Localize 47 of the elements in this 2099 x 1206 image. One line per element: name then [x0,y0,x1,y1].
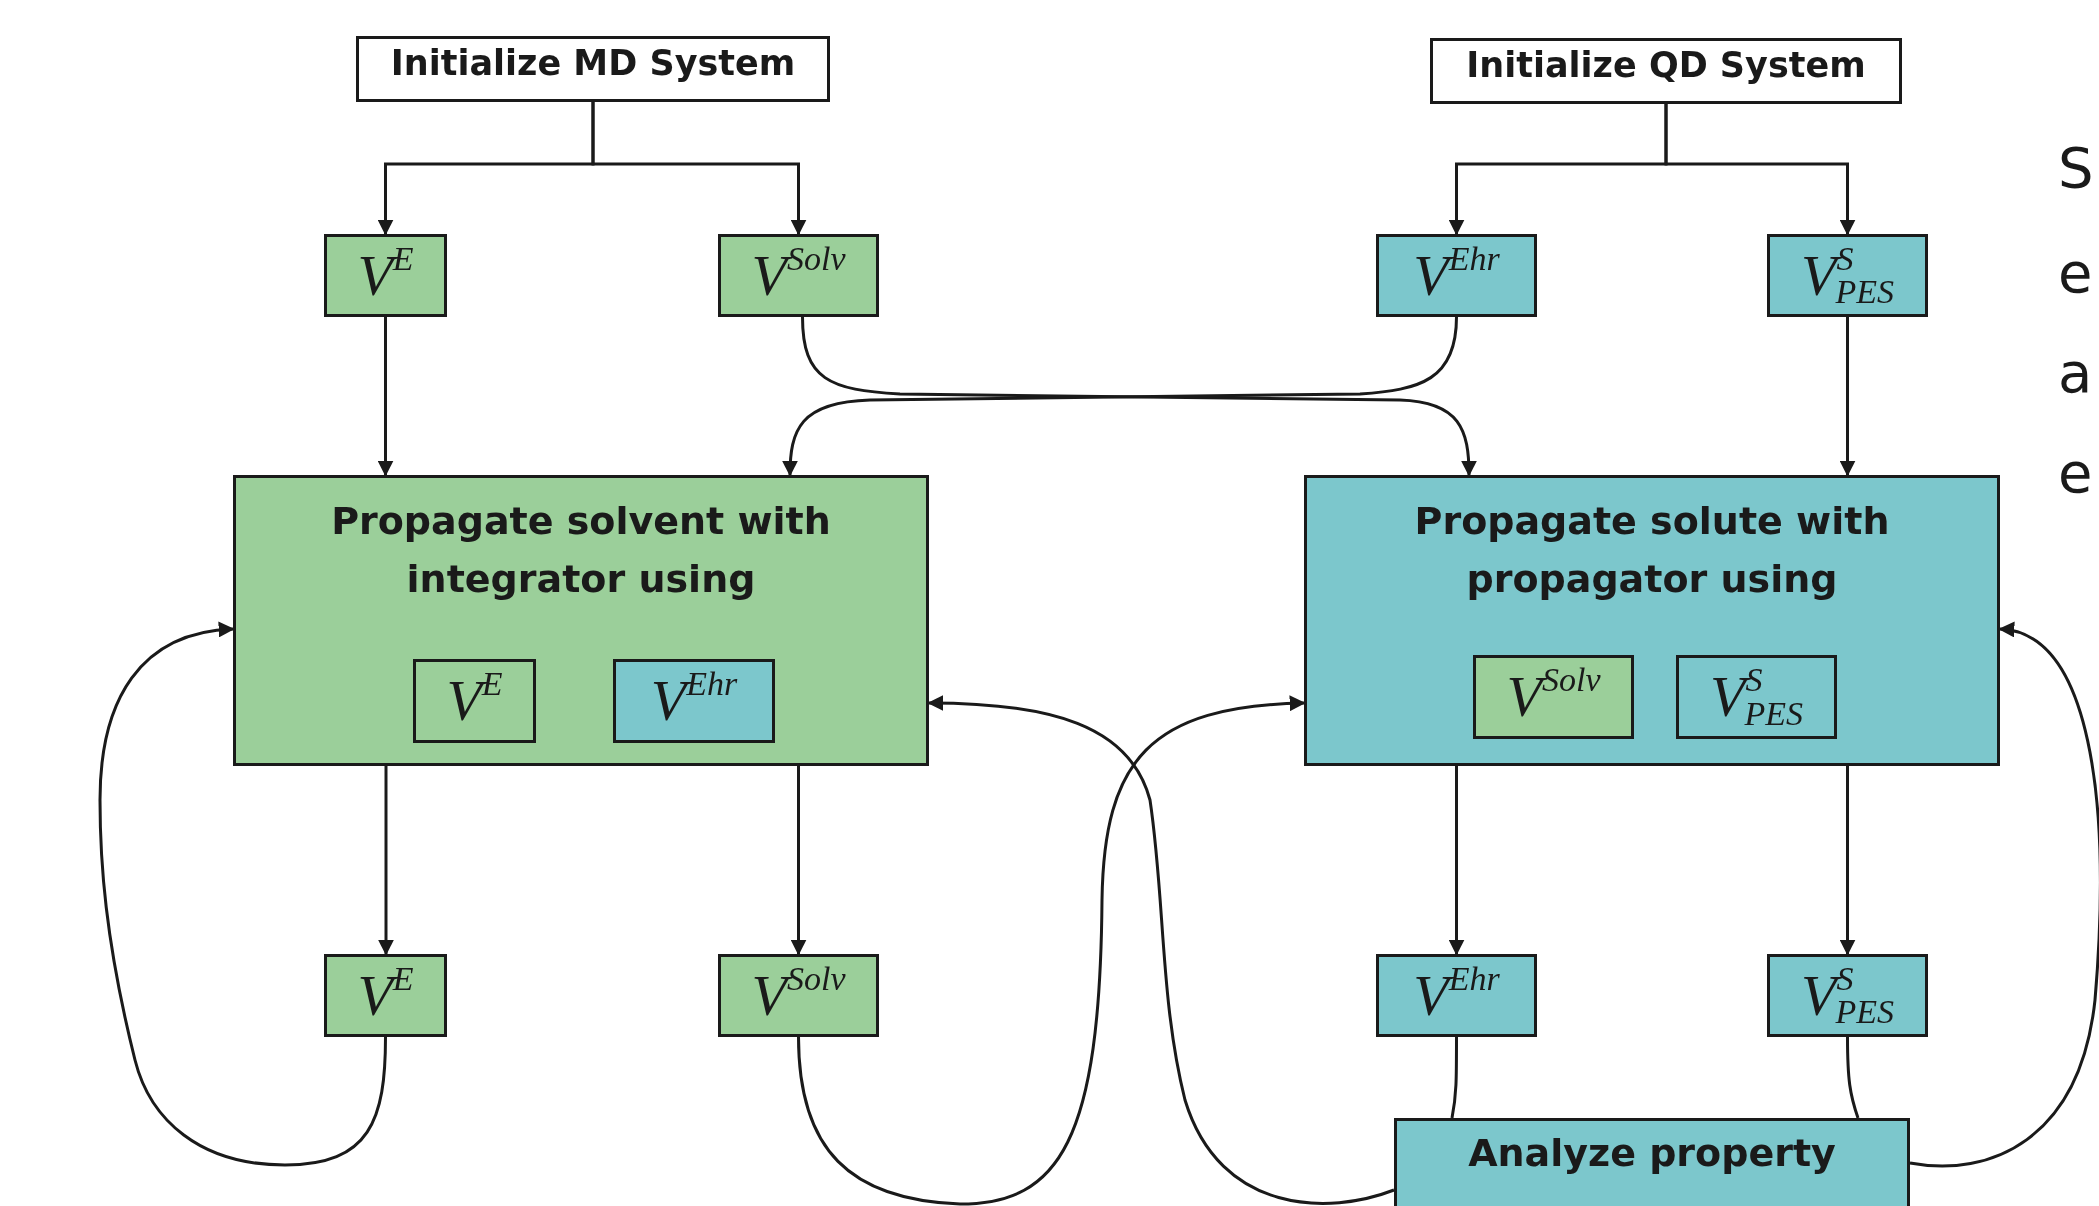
process-box [356,36,830,102]
arrow [377,317,394,477]
variable-box [324,234,447,317]
variable-label: V$^{E}$ [357,966,414,1025]
box-title: Analyze property [1468,1130,1836,1177]
variable-box [1676,655,1837,739]
variable-box [1376,234,1537,317]
arrow [1448,766,1465,956]
variable-label: V$^{Solv}$ [1506,668,1601,726]
arrow [790,766,807,956]
box-title: Propagate solvent with integrator using [330,498,832,603]
cut-off-text: e [2058,445,2093,501]
variable-label: V$^{Ehr}$ [1413,966,1500,1025]
process-box [1394,1118,1910,1206]
arrow [797,695,1306,1206]
process-box [233,475,929,766]
variable-box [1473,655,1634,739]
arrow [1909,623,2099,1168]
variable-label: V$^{Ehr}$ [1413,246,1500,305]
arrow [591,102,807,236]
variable-box [1376,954,1537,1037]
arrow [1839,766,1856,956]
arrow [927,695,1395,1205]
arrow [1664,104,1856,236]
variable-box [718,234,879,317]
variable-box [1767,954,1928,1037]
variable-label: V$^{Solv}$ [751,966,846,1025]
process-box [1430,38,1902,104]
variable-label: V$^{E}$ [446,672,503,730]
cut-off-text: S [2058,140,2094,196]
process-box [1304,475,2000,766]
variable-box [413,659,536,743]
box-title: Propagate solute with propagator using [1413,498,1891,603]
variable-box [324,954,447,1037]
variable-label: V$^{Solv}$ [751,246,846,305]
arrow [378,766,394,956]
variable-label: V$^{Ehr}$ [650,672,738,730]
variable-label: V$^{E}$ [357,246,414,305]
arrow [98,622,387,1167]
cut-off-text: e [2058,245,2093,301]
variable-box [613,659,775,743]
box-title: Initialize QD System [1466,44,1866,87]
cut-off-text: a [2058,345,2093,401]
box-title: Initialize MD System [390,42,796,85]
variable-box [1767,234,1928,317]
variable-box [718,954,879,1037]
arrow [1839,317,1856,477]
